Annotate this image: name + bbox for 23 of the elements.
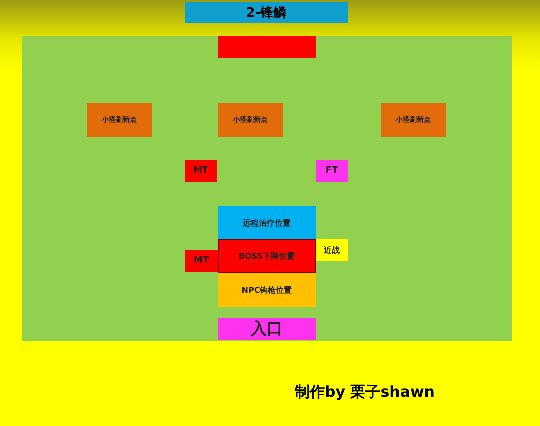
wall-block <box>218 36 316 58</box>
position-box <box>218 273 316 307</box>
position-label: 近战 <box>324 244 340 256</box>
entrance-box <box>218 318 316 340</box>
credit-text: 制作by 栗子shawn <box>294 382 436 402</box>
position-label: MT <box>193 166 209 176</box>
position-label: MT <box>194 256 210 266</box>
position-label: 入口 <box>251 318 283 340</box>
position-label: BOSS下脚位置 <box>238 250 296 262</box>
position-box <box>316 239 348 261</box>
spawn-point-box <box>218 103 283 137</box>
position-label: NPC钩枪位置 <box>242 284 292 296</box>
position-box <box>185 160 217 182</box>
position-box <box>316 160 348 182</box>
spawn-point-box <box>381 103 446 137</box>
field-area <box>22 36 512 341</box>
position-label: 远程治疗位置 <box>243 218 291 228</box>
spawn-point-box <box>87 103 152 137</box>
title-banner: 2-锋鳞 <box>185 2 348 23</box>
boss-position-box <box>218 239 316 273</box>
position-box <box>185 250 218 272</box>
position-box <box>218 206 316 240</box>
position-label: FT <box>326 166 338 176</box>
